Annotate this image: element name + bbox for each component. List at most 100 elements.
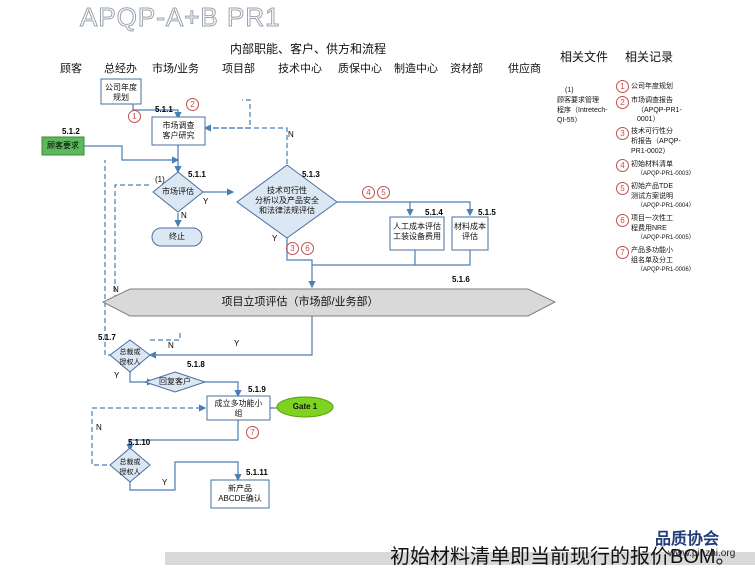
record-7-mark: 7 <box>616 246 629 259</box>
files-note-line2: 程序（Intretech- <box>557 107 608 114</box>
step-5-1-8: 5.1.8 <box>187 360 205 369</box>
step-5-1-5: 5.1.5 <box>478 208 496 217</box>
feasibility-diamond <box>236 164 338 239</box>
feasibility-label: 技术可行性分析以及产品安全和法律法规评估 <box>255 186 319 215</box>
edge-dashed-top <box>205 99 251 129</box>
record-2-line3: 0001） <box>637 116 660 123</box>
files-header: 相关文件 <box>560 50 609 64</box>
logo-url: www.pinzhi.org <box>668 548 736 559</box>
market-eval-label: 市场评估 <box>162 187 194 196</box>
edge-feas-project <box>286 232 316 289</box>
auth2-diamond <box>109 447 151 483</box>
team-box <box>206 395 271 421</box>
auth1-label: 总裁或授权人 <box>119 349 141 366</box>
record-4-line1: 初始材料清单 <box>631 161 673 168</box>
plan-label: 公司年度规划 <box>105 83 137 102</box>
step-5-1-1b: 5.1.1 <box>188 170 206 179</box>
yn-y-1: Y <box>203 197 209 206</box>
edge-feas-labor <box>337 201 414 217</box>
mark-6: 6 <box>301 242 314 255</box>
record-7-line2: 组名单及分工 <box>631 257 673 264</box>
survey-box <box>151 116 206 146</box>
gate1-label: Gate 1 <box>292 402 318 411</box>
step-5-1-9: 5.1.9 <box>248 385 266 394</box>
record-6-mark: 6 <box>616 214 629 227</box>
record-1-mark: 1 <box>616 80 629 93</box>
record-6-line2: 程费用NRE <box>631 225 667 232</box>
record-2-mark: 2 <box>616 96 629 109</box>
record-6-line3: （APQP-PR1-0005） <box>637 235 695 241</box>
record-4-line2: （APQP-PR1-0003） <box>637 171 695 177</box>
edge-n-feas-survey <box>203 124 288 172</box>
footnote: 初始材料清单即当前现行的报价BOM。 <box>390 546 736 568</box>
terminate-label: 终止 <box>169 232 185 241</box>
edge-reply-team <box>200 381 242 398</box>
yn-n-5: N <box>96 423 102 432</box>
edge-project-auth1 <box>148 315 313 359</box>
auth2-label: 总裁或授权人 <box>119 459 141 476</box>
lane-project: 项目部 <box>222 63 255 75</box>
yn-y-2: Y <box>272 234 278 243</box>
mark-2: 2 <box>186 98 199 111</box>
mark-1: 1 <box>128 110 141 123</box>
labor-cost-box <box>389 216 445 251</box>
project-eval-label: 项目立项评估（市场部/业务部） <box>221 296 379 308</box>
yn-n-1: N <box>181 211 187 220</box>
page-title: APQP-A+B PR1 <box>80 2 281 33</box>
new-product-box <box>210 479 270 509</box>
record-7-line1: 产品多功能小 <box>631 247 673 254</box>
edge-n-auth2-team <box>91 404 207 466</box>
edge-n-project-back <box>114 184 150 300</box>
bottom-band <box>165 552 755 565</box>
yn-n-4: N <box>168 341 174 350</box>
step-5-1-3: 5.1.3 <box>302 170 320 179</box>
files-note-line3: QI-55） <box>557 117 582 124</box>
yn-n-2: N <box>288 130 294 139</box>
records-header: 相关记录 <box>625 50 674 64</box>
record-6-line1: 项目一次性工 <box>631 215 673 222</box>
edge-plan-survey <box>132 104 182 120</box>
yn-y-3: Y <box>234 339 240 348</box>
auth1-diamond <box>109 339 151 373</box>
record-3-line1: 技术可行性分 <box>631 128 673 135</box>
reply-diamond <box>143 371 207 393</box>
team-label: 成立多功能小组 <box>214 399 263 418</box>
step-5-1-2: 5.1.2 <box>62 127 80 136</box>
edge-n-auth1-back <box>104 160 113 356</box>
record-2-line2: （APQP-PR1- <box>637 107 682 114</box>
logo-text: 品质协会 <box>655 531 720 548</box>
plan-box <box>100 78 142 105</box>
lane-customer: 顾客 <box>60 63 82 75</box>
terminate-box <box>151 227 203 247</box>
lane-quality: 质保中心 <box>338 63 382 75</box>
record-2-line1: 市场调查报告 <box>631 97 673 104</box>
gate1-shape <box>276 396 334 418</box>
edge-feas-material <box>410 201 474 217</box>
customer-req-label: 顾客要求 <box>47 141 79 150</box>
record-1-line1: 公司年度规划 <box>631 83 673 90</box>
record-5-line3: （APQP-PR1-0004） <box>637 203 695 209</box>
yn-n-3: N <box>113 285 119 294</box>
record-3-mark: 3 <box>616 127 629 140</box>
step-5-1-7: 5.1.7 <box>98 333 116 342</box>
customer-req-box <box>41 136 85 156</box>
lane-general-office: 总经办 <box>104 63 137 75</box>
step-5-1-1: 5.1.1 <box>155 105 173 114</box>
lane-materials: 资材部 <box>450 63 483 75</box>
edge-auth2-newproduct <box>129 461 242 491</box>
mark-4: 4 <box>362 186 375 199</box>
files-note-num: (1) <box>565 87 574 94</box>
record-7-line3: （APQP-PR1-0006） <box>637 267 695 273</box>
material-cost-box <box>451 216 489 251</box>
edge-team-auth2 <box>126 420 239 452</box>
step-5-1-10: 5.1.10 <box>128 438 151 447</box>
reply-label: 回复客户 <box>159 377 191 386</box>
step-5-1-11: 5.1.11 <box>246 468 268 477</box>
mark-3: 3 <box>286 242 299 255</box>
market-eval-diamond <box>152 171 204 213</box>
mark-7: 7 <box>246 426 259 439</box>
record-5-line2: 测试方案说明 <box>631 193 673 200</box>
lane-supplier: 供应商 <box>508 63 541 75</box>
